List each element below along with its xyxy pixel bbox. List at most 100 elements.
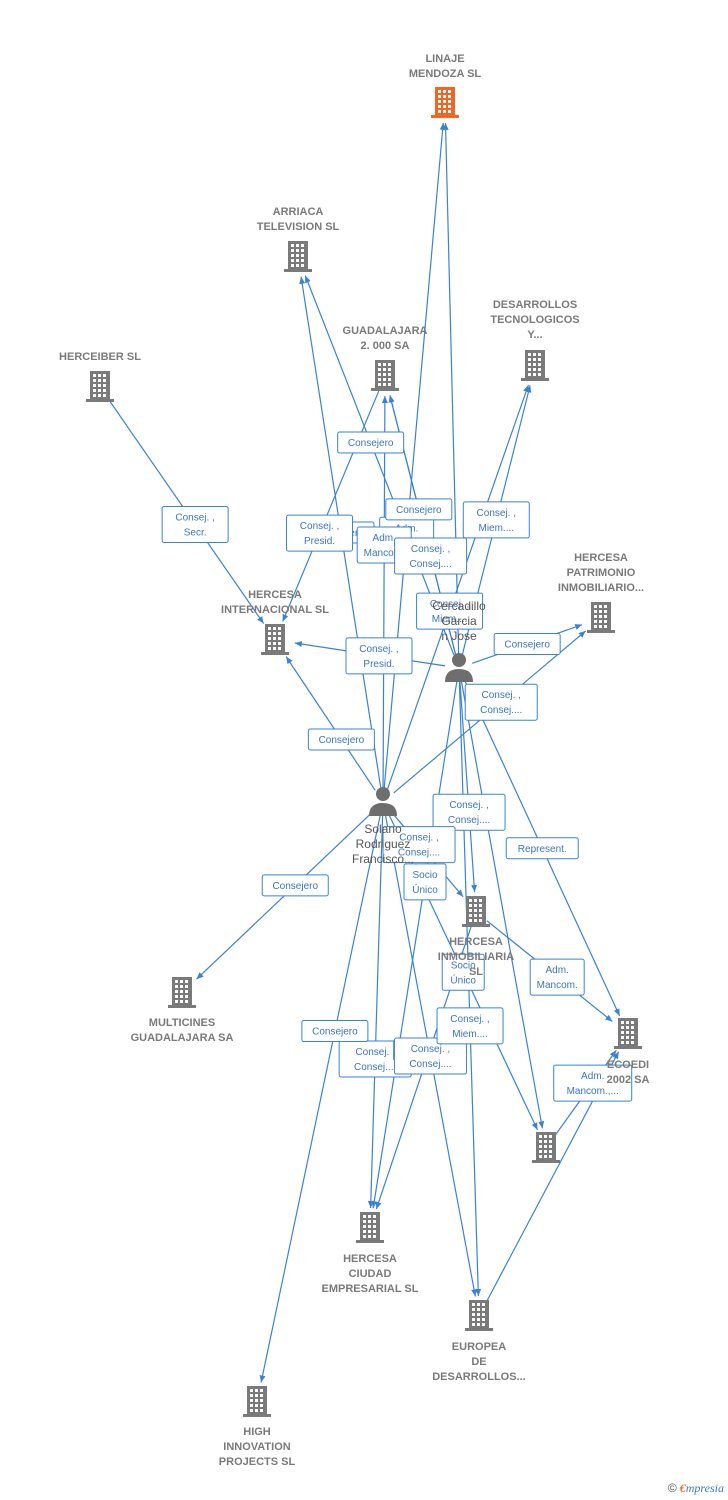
- edge-label-text: Consej. ,: [300, 521, 339, 532]
- node-label: SL: [469, 966, 483, 978]
- edge-label[interactable]: Consej. , Miem....: [436, 1007, 504, 1045]
- edge-label[interactable]: Consejero: [307, 728, 375, 751]
- node-label: PATRIMONIO: [567, 567, 636, 579]
- building-icon: [614, 1018, 642, 1049]
- node-label: ARRIACA: [273, 206, 324, 218]
- node-label: Y...: [527, 329, 542, 341]
- edge-cercadillo-to-hercesa_inm[interactable]: [459, 681, 478, 893]
- copyright-symbol: ©: [667, 1481, 677, 1495]
- edge-label[interactable]: Consejero: [337, 431, 405, 454]
- edge-label-text: Consej. ,: [449, 800, 488, 811]
- edge-label-text: Consej. ,: [477, 508, 516, 519]
- edge-label-text: Adm.: [373, 533, 396, 544]
- node-label: GUADALAJARA SA: [131, 1032, 234, 1044]
- edge-label-box: [286, 514, 354, 552]
- edge-label-box: [382, 826, 456, 864]
- edge-label[interactable]: Consej. ,Consej....: [338, 1040, 412, 1078]
- edge-label-box: [337, 431, 405, 454]
- building-icon: [261, 624, 289, 655]
- edges-layer: [107, 122, 621, 1383]
- edge-label[interactable]: Consej. ,Presid.: [286, 514, 354, 552]
- edge-label[interactable]: Consej. ,Miem....: [462, 501, 530, 539]
- edge-label[interactable]: Consejero: [261, 874, 329, 897]
- edge-label[interactable]: Consej. ,Consej....: [393, 1037, 467, 1075]
- edge-label-box: [505, 837, 579, 860]
- edge-label-text: Consej....: [409, 559, 451, 570]
- brand-name: mpresia: [685, 1481, 724, 1495]
- person-icon: [369, 787, 397, 816]
- edge-label-box: [394, 537, 468, 575]
- edge-label[interactable]: Consej. ,Secr.: [161, 506, 229, 544]
- edge-label[interactable]: Consej. ,Consej....: [464, 683, 538, 721]
- node-label: INNOVATION: [223, 1441, 290, 1453]
- edge-solano-to-hercesa_int[interactable]: [285, 656, 376, 791]
- edge-label[interactable]: Consej. ,Miem....: [416, 592, 484, 630]
- edge-label[interactable]: Represent.: [505, 837, 579, 860]
- edge-label-box: [393, 1037, 467, 1075]
- building-icon: [284, 241, 312, 272]
- edge-label-text: Consej....: [480, 705, 522, 716]
- edge-label[interactable]: Adm.Mancom.,...: [553, 1064, 633, 1102]
- edge-label[interactable]: Consej. ,Consej....: [394, 537, 468, 575]
- edge-label-text: Consej. ,: [175, 513, 214, 524]
- edge-cercadillo-to-node_x[interactable]: [460, 681, 545, 1129]
- edge-label-text: Miem....: [452, 1029, 488, 1040]
- brand-initial: €: [679, 1481, 686, 1495]
- edge-label[interactable]: Consej. ,Consej....: [382, 826, 456, 864]
- edge-label[interactable]: Consejero: [493, 632, 561, 655]
- edge-guadalajara2000-to-hercesa_int[interactable]: [282, 388, 381, 622]
- building-icon: [587, 602, 615, 633]
- edge-label[interactable]: Consejero: [385, 498, 453, 521]
- edge-solano-to-guadalajara2000[interactable]: [381, 395, 388, 789]
- edge-solano-to-high[interactable]: [259, 815, 381, 1383]
- node-node_x[interactable]: [532, 1132, 560, 1163]
- edge-label-text: Consej. ,: [359, 644, 398, 655]
- node-solano[interactable]: SolanoRodriguezFrancisco...: [352, 787, 414, 866]
- edge-label-box: [462, 501, 530, 539]
- node-label: PROJECTS SL: [219, 1456, 296, 1468]
- edge-label-text: Mancom.: [364, 548, 405, 559]
- edge-label[interactable]: Consejero: [301, 1020, 369, 1043]
- edge-label[interactable]: Consej. ,Presid.: [345, 637, 413, 675]
- building-icon: [431, 87, 459, 118]
- brand-footer[interactable]: © €mpresia: [668, 1481, 724, 1496]
- node-label: n Jose: [441, 629, 477, 643]
- edge-label-text: Consej. ,: [450, 1014, 489, 1025]
- edge-solano-to-linaje[interactable]: [383, 122, 446, 789]
- edge-cercadillo-to-arriaca[interactable]: [304, 275, 455, 656]
- edge-label-box: [301, 1020, 369, 1043]
- edge-label-box: [432, 793, 506, 831]
- edge-label[interactable]: Adm.Mancom.: [529, 958, 585, 996]
- edge-label-text: Socio: [451, 960, 476, 971]
- edge-label[interactable]: Consej. ,Consej....: [432, 793, 506, 831]
- building-icon: [168, 977, 196, 1008]
- node-desarrollos[interactable]: DESARROLLOSTECNOLOGICOSY...: [490, 299, 580, 381]
- node-label: HERCESA: [449, 936, 503, 948]
- node-herceiber[interactable]: HERCEIBER SL: [59, 351, 141, 402]
- node-label: DE: [471, 1356, 486, 1368]
- edge-solano-to-desarrollos[interactable]: [387, 384, 529, 789]
- edge-cercadillo-to-hercesa_ciudad[interactable]: [371, 681, 458, 1209]
- node-high[interactable]: HIGH INNOVATION PROJECTS SL: [219, 1386, 296, 1468]
- node-label: EUROPEA: [452, 1341, 506, 1353]
- edge-solano-to-hercesa_ciudad[interactable]: [367, 815, 384, 1209]
- node-label: GUADALAJARA: [343, 325, 428, 337]
- node-label: HIGH: [243, 1426, 271, 1438]
- edge-label-box: [385, 498, 453, 521]
- edge-label-text: Mancom.: [537, 980, 578, 991]
- node-europea[interactable]: EUROPEADEDESARROLLOS...: [432, 1300, 526, 1383]
- edge-label-text: Consej....: [409, 1059, 451, 1070]
- node-hercesa_patr[interactable]: HERCESAPATRIMONIOINMOBILIARIO...: [558, 552, 644, 633]
- edge-label-text: Único: [412, 883, 438, 896]
